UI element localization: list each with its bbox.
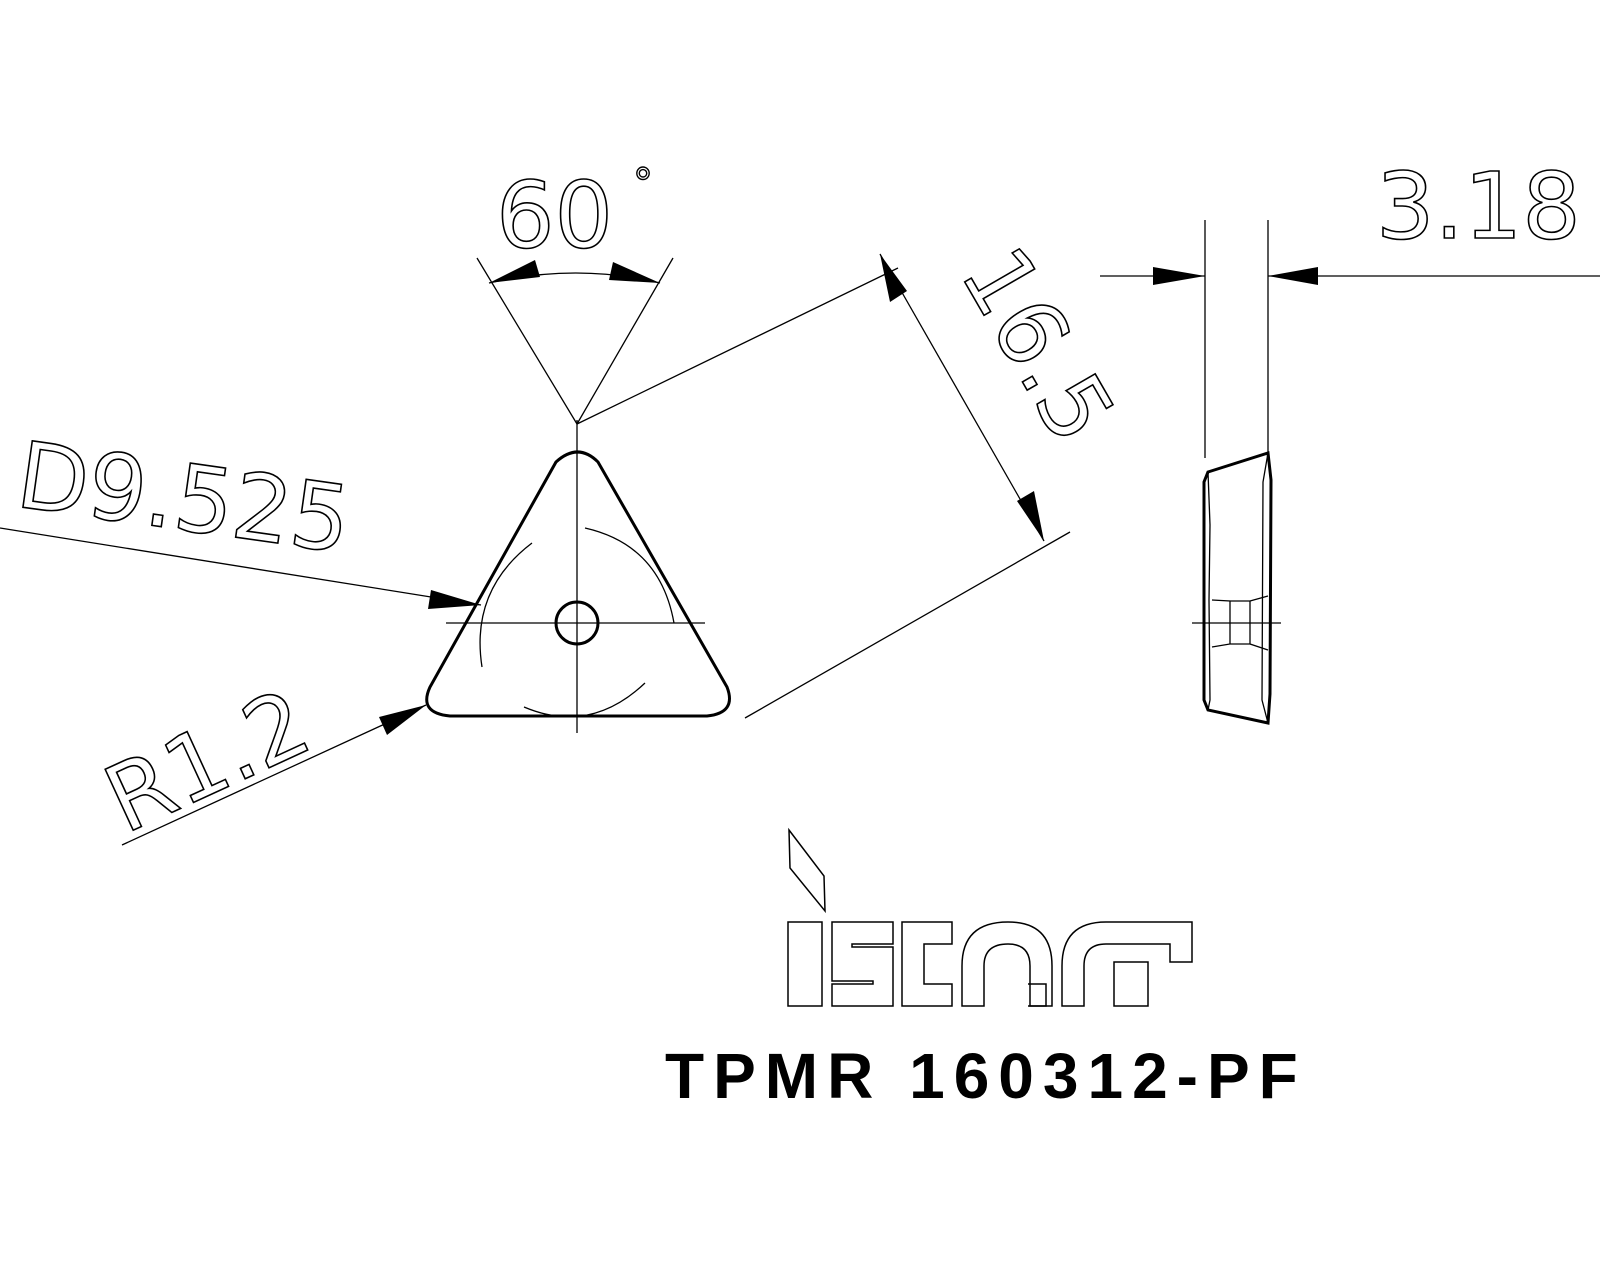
diameter-dimension: D9.525: [0, 421, 482, 609]
corner-radius-value: R1.2: [89, 669, 325, 854]
insert-side-view: [1192, 220, 1281, 725]
inscribed-circle-arc-left: [479, 542, 533, 668]
angle-value: 60: [496, 162, 613, 269]
angle-dimension: 60 °: [476, 160, 674, 425]
diameter-arrow: [428, 590, 481, 609]
iscar-logo: [787, 827, 1193, 1007]
angle-arrow-left: [489, 260, 540, 283]
edge-arrow-bottom: [1017, 491, 1044, 541]
angle-arrow-right: [609, 262, 660, 283]
inscribed-circle-arc-right: [584, 527, 675, 624]
thickness-value: 3.18: [1376, 153, 1581, 260]
thickness-arrow-left: [1153, 267, 1205, 285]
insert-outline: [425, 450, 731, 718]
edge-arrow-top: [880, 254, 907, 302]
thickness-arrow-right: [1268, 267, 1318, 285]
insert-top-view: [425, 420, 731, 733]
edge-length-value: 16.5: [940, 230, 1135, 461]
insert-designation: TPMR 160312-PF: [665, 1040, 1307, 1112]
edge-length-dimension: 16.5: [576, 229, 1136, 719]
thickness-dimension: 3.18: [1100, 152, 1600, 285]
side-view-outline: [1202, 451, 1273, 725]
inscribed-circle-arc-bottom: [523, 682, 646, 718]
diameter-value: D9.525: [11, 422, 357, 574]
radius-arrow: [379, 705, 426, 735]
corner-radius-dimension: R1.2: [89, 668, 427, 855]
angle-degree-symbol: °: [633, 161, 653, 207]
